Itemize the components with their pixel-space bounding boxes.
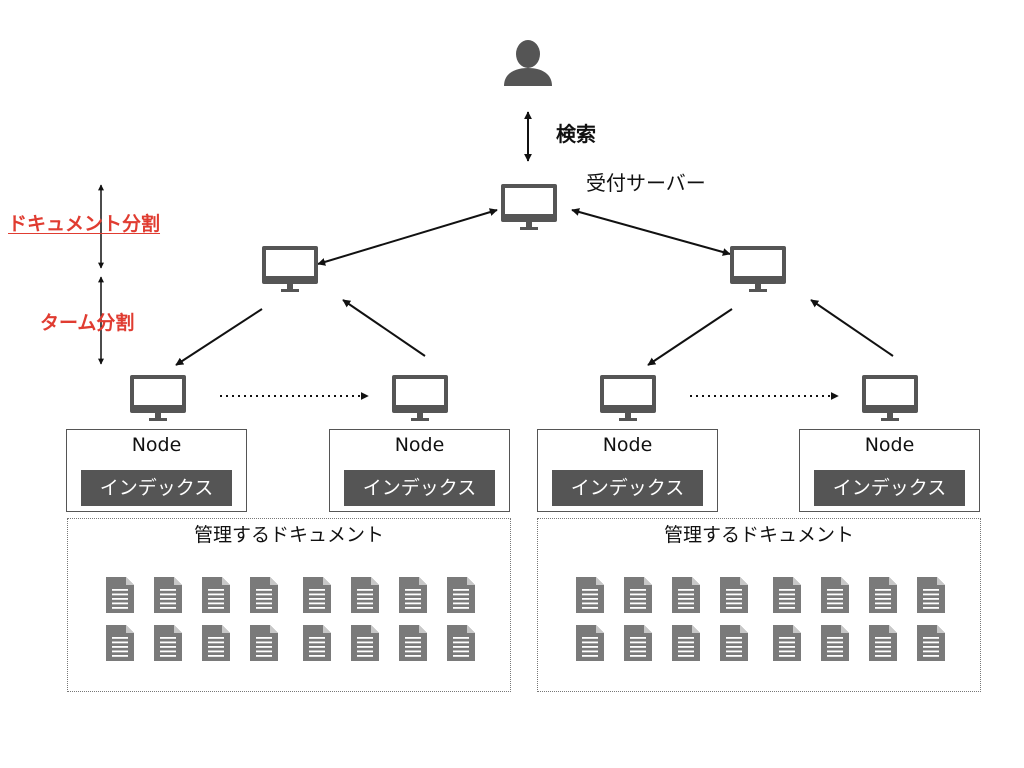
arrow-node4-to-right-mid [810, 299, 894, 357]
document-icon [447, 625, 475, 661]
document-icon [351, 577, 379, 613]
index-label: インデックス [814, 470, 965, 506]
document-icon [303, 577, 331, 613]
document-icon [106, 577, 134, 613]
document-icon [773, 625, 801, 661]
index-label: インデックス [552, 470, 703, 506]
document-split-label: ドキュメント分割 [8, 213, 161, 235]
node-box: Node インデックス [66, 429, 247, 512]
document-icon [399, 577, 427, 613]
document-icon [303, 625, 331, 661]
document-group-title: 管理するドキュメント [663, 524, 854, 546]
document-icon [202, 625, 230, 661]
node-title: Node [602, 434, 653, 456]
document-icon [624, 577, 652, 613]
document-icon [576, 625, 604, 661]
arrow-right-mid-to-node3 [647, 308, 733, 366]
monitor-icon [501, 184, 557, 230]
document-icon [624, 625, 652, 661]
user-icon [504, 40, 552, 86]
document-icon [154, 577, 182, 613]
document-icon [821, 577, 849, 613]
document-icon [869, 577, 897, 613]
document-icon [917, 577, 945, 613]
document-icon [250, 577, 278, 613]
document-icon [773, 577, 801, 613]
document-icon [672, 625, 700, 661]
term-split-label: ターム分割 [40, 312, 135, 334]
node-title: Node [864, 434, 915, 456]
document-icon [154, 625, 182, 661]
document-icon [917, 625, 945, 661]
node-title: Node [131, 434, 182, 456]
monitor-icon [262, 246, 318, 292]
monitor-icon [392, 375, 448, 421]
document-icon [351, 625, 379, 661]
node-box: Node インデックス [329, 429, 510, 512]
node-title: Node [394, 434, 445, 456]
document-icon [821, 625, 849, 661]
monitor-icon [862, 375, 918, 421]
arrow-node2-to-left-mid [342, 299, 426, 357]
document-icon [399, 625, 427, 661]
document-group-box: 管理するドキュメント [67, 518, 511, 692]
monitor-icon [600, 375, 656, 421]
monitor-icon [130, 375, 186, 421]
document-icon [720, 577, 748, 613]
document-group-box: 管理するドキュメント [537, 518, 981, 692]
document-icon [106, 625, 134, 661]
index-label: インデックス [81, 470, 232, 506]
document-icon [447, 577, 475, 613]
monitor-icon [730, 246, 786, 292]
arrow-top-to-left-mid [317, 208, 498, 266]
arrow-top-to-right-mid [571, 208, 731, 256]
node-box: Node インデックス [537, 429, 718, 512]
index-label: インデックス [344, 470, 495, 506]
document-icon [869, 625, 897, 661]
document-icon [202, 577, 230, 613]
document-group-title: 管理するドキュメント [193, 524, 384, 546]
document-icon [250, 625, 278, 661]
document-icon [720, 625, 748, 661]
node-box: Node インデックス [799, 429, 980, 512]
arrow-left-mid-to-node1 [175, 308, 263, 366]
document-icon [576, 577, 604, 613]
search-label: 検索 [556, 122, 596, 146]
reception-server-label: 受付サーバー [586, 171, 706, 195]
document-icon [672, 577, 700, 613]
